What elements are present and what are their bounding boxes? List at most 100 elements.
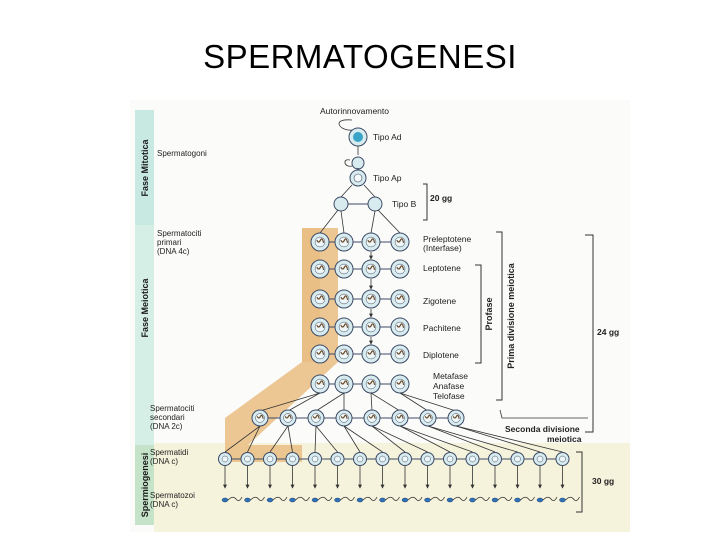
primary-spermatocyte-cell xyxy=(334,289,354,309)
primary-spermatocyte-cell xyxy=(390,344,410,364)
spermatozoon-icon xyxy=(379,496,400,503)
branch-line xyxy=(343,425,383,453)
spermatogenesis-diagram: Fase Mitotica Fase Meiotica Spermiogenes… xyxy=(130,100,630,532)
spermiogenesis-phase-band xyxy=(135,445,154,525)
primary-spermatocyte-cell xyxy=(361,232,381,252)
branch-line xyxy=(455,425,541,453)
branch-line xyxy=(287,425,293,453)
branch-lines-b xyxy=(319,209,401,234)
secondary-spermatocyte-cell xyxy=(251,409,269,427)
spermatid-cell xyxy=(510,452,525,466)
duration-20gg: 20 gg xyxy=(430,193,452,203)
spermatozoon-icon xyxy=(266,496,288,503)
meiotic-phase-label: Fase Meiotica xyxy=(140,277,150,337)
primary-spermatocyte-cell xyxy=(390,232,410,252)
spermatid-cell xyxy=(443,452,457,466)
spermatid-cell xyxy=(330,452,345,466)
primary-spermatocyte-cell xyxy=(310,232,330,252)
spermatozoon-icon xyxy=(289,496,310,503)
stage-interphase: (Interfase) xyxy=(423,243,462,253)
arrow-ap-right xyxy=(363,184,376,198)
type-b-cells xyxy=(333,196,383,212)
spermatid-cell xyxy=(420,452,435,466)
stage-pachytene: Pachitene xyxy=(423,323,461,333)
bracket-first-division xyxy=(496,231,503,401)
primary-spermatocyte-cell xyxy=(361,317,381,337)
secondary-spermatocytes-line2: secondari xyxy=(150,413,185,422)
primary-spermatocytes-line2: primari xyxy=(157,238,182,247)
branch-line xyxy=(259,392,321,412)
first-division-label: Prima divisione meiotica xyxy=(506,262,516,369)
branch-line xyxy=(371,425,406,453)
branch-line xyxy=(315,392,345,412)
dividing-cell xyxy=(351,156,365,170)
spermatozoon-icon xyxy=(401,496,423,503)
spermatid-cell xyxy=(285,452,300,466)
duration-24gg: 24 gg xyxy=(597,327,619,337)
type-ap-label: Tipo Ap xyxy=(373,173,402,183)
primary-spermatocyte-cell xyxy=(390,259,410,279)
metaphase-cell xyxy=(310,374,330,394)
spermatozoon-icon xyxy=(356,496,378,503)
renewal-loop-2 xyxy=(344,159,353,167)
secondary-spermatocyte-cell xyxy=(279,409,297,427)
branch-line xyxy=(427,425,518,453)
self-renewal-loop xyxy=(338,119,354,131)
primary-spermatocyte-cell xyxy=(390,289,410,309)
branch-line xyxy=(427,425,496,453)
spermatozoon-icon xyxy=(491,496,513,503)
primary-spermatocyte-cell xyxy=(334,344,354,364)
primary-spermatocyte-cell xyxy=(361,344,381,364)
branch-line xyxy=(343,425,361,453)
primary-spermatocyte-cell xyxy=(310,289,330,309)
branch-line xyxy=(269,425,289,453)
spermatid-cell xyxy=(308,452,322,466)
spermatozoon-icon xyxy=(221,496,243,503)
spermatozoon-icon xyxy=(536,496,558,503)
primary-spermatocytes-line3: (DNA 4c) xyxy=(157,247,190,256)
spermiogenesis-phase-label: Spermiogenesi xyxy=(140,453,150,518)
spermatids-row xyxy=(218,425,570,489)
bracket-20gg xyxy=(423,183,428,221)
spermatozoon-icon xyxy=(244,496,265,503)
primary-spermatocyte-cell xyxy=(334,232,354,252)
primary-spermatocytes-line1: Spermatociti xyxy=(157,229,202,238)
spermatozoa-line1: Spermatozoi xyxy=(150,491,195,500)
spermatid-cell xyxy=(263,452,277,466)
spermatid-cell xyxy=(375,452,390,466)
branch-line xyxy=(399,425,451,453)
spermatozoon-icon xyxy=(514,496,535,503)
spermatozoon-icon xyxy=(311,496,333,503)
branch-line xyxy=(315,425,338,453)
branch-line xyxy=(399,392,457,412)
metaphase-cells xyxy=(310,374,410,394)
primary-spermatocyte-cell xyxy=(361,289,381,309)
primary-spermatocyte-cell xyxy=(390,317,410,337)
metaphase-cell xyxy=(334,374,354,394)
primary-spermatocyte-cell xyxy=(334,259,354,279)
spermatogonia-label: Spermatogoni xyxy=(157,149,207,158)
bracket-prophase xyxy=(475,264,482,364)
arrow-ap-left xyxy=(340,184,353,198)
self-renewal-label: Autorinnovamento xyxy=(320,106,389,116)
secondary-spermatocyte-cell xyxy=(307,409,325,427)
metaphase-cell xyxy=(390,374,410,394)
metaphase-cell xyxy=(361,374,381,394)
bracket-30gg xyxy=(576,451,583,513)
branch-line xyxy=(370,392,373,412)
branch-line xyxy=(247,425,261,453)
spermatozoon-icon xyxy=(559,496,580,503)
primary-spermatocyte-grid xyxy=(310,232,410,364)
second-division-line1: Seconda divisione xyxy=(505,424,580,434)
stage-telophase: Telofase xyxy=(433,391,465,401)
spermatozoon-icon xyxy=(334,496,355,503)
spermatid-cell xyxy=(533,452,547,466)
secondary-spermatocyte-cell xyxy=(419,409,437,427)
primary-spermatocyte-cell xyxy=(310,344,330,364)
type-ad-cell xyxy=(348,127,368,147)
branch-line xyxy=(371,425,428,453)
spermatogenesis-figure: Fase Mitotica Fase Meiotica Spermiogenes… xyxy=(130,100,630,537)
secondary-spermatocytes-line1: Spermatociti xyxy=(150,404,195,413)
spermatozoa-line2: (DNA c) xyxy=(150,500,178,509)
secondary-spermatocytes xyxy=(251,392,465,427)
